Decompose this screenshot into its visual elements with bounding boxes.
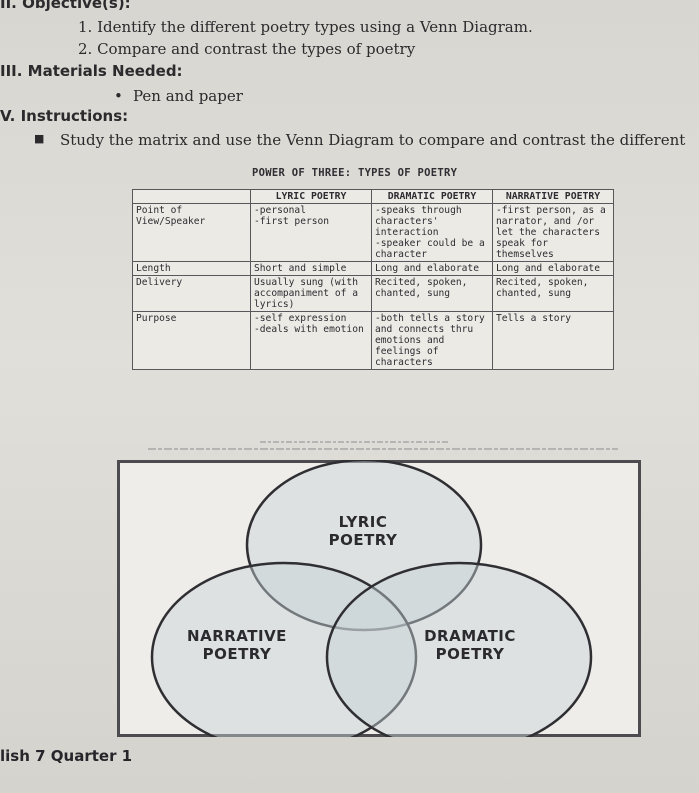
table-cell: Short and simple (250, 261, 372, 276)
table-corner-cell (132, 189, 251, 204)
table-cell: -both tells a story and connects thru em… (371, 311, 493, 370)
column-header-narrative: NARRATIVE POETRY (492, 189, 614, 204)
venn-circle-lyric (245, 460, 483, 632)
source-caption-lines (148, 441, 618, 450)
column-header-lyric: LYRIC POETRY (250, 189, 372, 204)
table-row: Purpose -self expression -deals with emo… (132, 311, 614, 370)
matrix-title: POWER OF THREE: TYPES OF POETRY (252, 167, 458, 179)
venn-circle-dramatic (325, 561, 593, 737)
table-cell: -speaks through characters' interaction … (371, 203, 493, 262)
row-label: Delivery (132, 275, 251, 312)
venn-diagram-frame (117, 460, 641, 737)
materials-heading: III. Materials Needed: (0, 62, 183, 80)
venn-diagram (150, 460, 593, 737)
row-label: Purpose (132, 311, 251, 370)
instruction-item: Study the matrix and use the Venn Diagra… (60, 131, 686, 149)
poetry-matrix-table: LYRIC POETRY DRAMATIC POETRY NARRATIVE P… (132, 189, 614, 370)
venn-label-lyric: LYRIC POETRY (328, 513, 398, 549)
table-cell: Recited, spoken, chanted, sung (492, 275, 614, 312)
table-cell: -personal -first person (250, 203, 372, 262)
row-label: Point of View/Speaker (132, 203, 251, 262)
objective-1: 1. Identify the different poetry types u… (78, 18, 533, 36)
column-header-dramatic: DRAMATIC POETRY (371, 189, 493, 204)
venn-circle-narrative (150, 561, 418, 737)
table-cell: Tells a story (492, 311, 614, 370)
venn-label-narrative: NARRATIVE POETRY (187, 627, 287, 663)
table-row: Delivery Usually sung (with accompanimen… (132, 275, 614, 312)
table-header-row: LYRIC POETRY DRAMATIC POETRY NARRATIVE P… (132, 189, 614, 204)
table-cell: Recited, spoken, chanted, sung (371, 275, 493, 312)
table-row: Point of View/Speaker -personal -first p… (132, 203, 614, 262)
table-cell: -self expression -deals with emotion (250, 311, 372, 370)
instructions-heading: V. Instructions: (0, 107, 129, 125)
instruction-bullet: ■ (34, 132, 45, 145)
objective-2: 2. Compare and contrast the types of poe… (78, 40, 416, 58)
page-footer: lish 7 Quarter 1 (0, 747, 133, 765)
material-bullet: • (114, 87, 123, 105)
objectives-heading: II. Objective(s): (0, 0, 131, 12)
table-cell: Long and elaborate (371, 261, 493, 276)
venn-label-dramatic: DRAMATIC POETRY (424, 627, 516, 663)
table-cell: Long and elaborate (492, 261, 614, 276)
row-label: Length (132, 261, 251, 276)
table-cell: Usually sung (with accompaniment of a ly… (250, 275, 372, 312)
material-item: Pen and paper (133, 87, 243, 105)
table-row: Length Short and simple Long and elabora… (132, 261, 614, 276)
table-cell: -first person, as a narrator, and /or le… (492, 203, 614, 262)
